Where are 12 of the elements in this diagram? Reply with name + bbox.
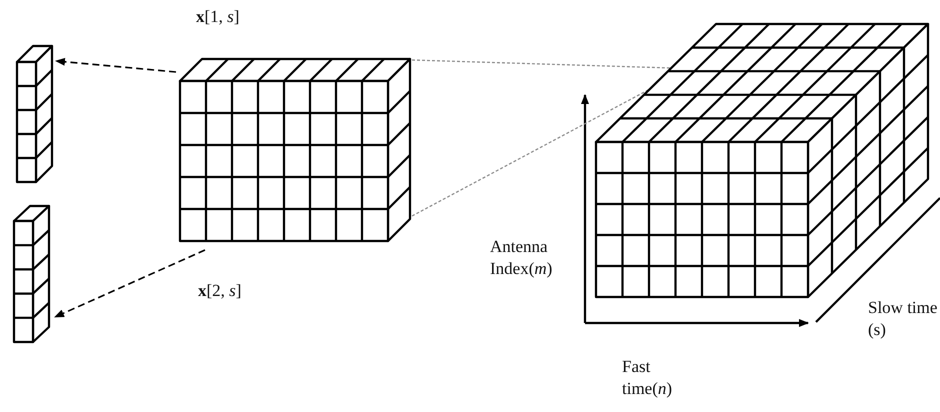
cell-column-drawing: [17, 46, 52, 182]
dashed-arrow: [55, 58, 176, 73]
projection-line: [412, 59, 672, 69]
axis-label: Antenna Index(m): [490, 236, 554, 280]
data-slab-drawing: [180, 59, 410, 241]
axis-label: Slow time (s): [868, 297, 938, 341]
vector-label: x[2, s]: [198, 280, 242, 302]
dashed-arrow: [54, 249, 206, 318]
cell-column-drawing: [14, 206, 49, 342]
data-cube-drawing: [596, 24, 928, 297]
axis-label: Fast time(n): [622, 356, 674, 400]
vector-label: x[1, s]: [196, 6, 240, 28]
